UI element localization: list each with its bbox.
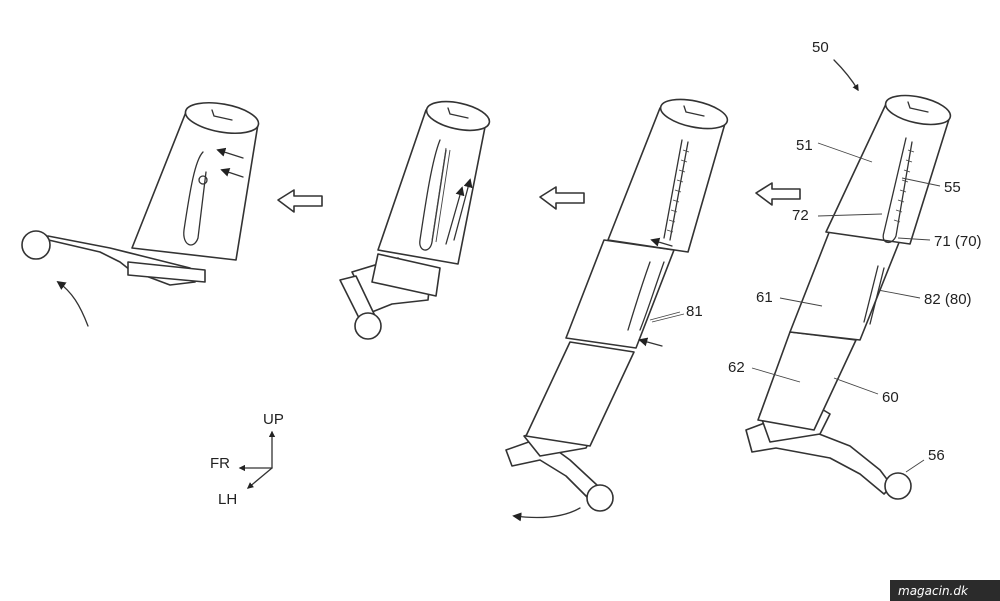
stand-stage-retracted-left — [21, 101, 260, 327]
label-81: 81 — [686, 303, 703, 320]
stand-stage-extended-right — [649, 59, 952, 500]
label-60: 60 — [882, 389, 899, 406]
label-50: 50 — [812, 39, 829, 56]
foot-ball — [884, 472, 912, 500]
label-51: 51 — [796, 137, 813, 154]
stand-stage-retracted-mid — [339, 100, 491, 340]
axis-label-up: UP — [263, 411, 284, 428]
label-61: 61 — [756, 289, 773, 306]
foot-ball — [586, 484, 614, 512]
hollow-arrow-left-2 — [539, 186, 585, 210]
axis-label-lh: LH — [218, 491, 237, 508]
label-56: 56 — [928, 447, 945, 464]
hollow-arrow-left-3 — [755, 182, 801, 206]
label-72: 72 — [792, 207, 809, 224]
label-82: 82 (80) — [924, 291, 972, 308]
hollow-arrow-left-1 — [277, 189, 323, 213]
watermark: magacin.dk — [890, 580, 1000, 601]
label-62: 62 — [728, 359, 745, 376]
foot-ball — [21, 230, 51, 260]
foot-ball — [354, 312, 382, 340]
stand-stage-extended-mid — [505, 98, 729, 522]
watermark-text: magacin.dk — [898, 584, 969, 598]
axis-label-fr: FR — [210, 455, 230, 472]
label-55: 55 — [944, 179, 961, 196]
label-71: 71 (70) — [934, 233, 982, 250]
direction-axes: UP FR LH — [210, 411, 284, 508]
